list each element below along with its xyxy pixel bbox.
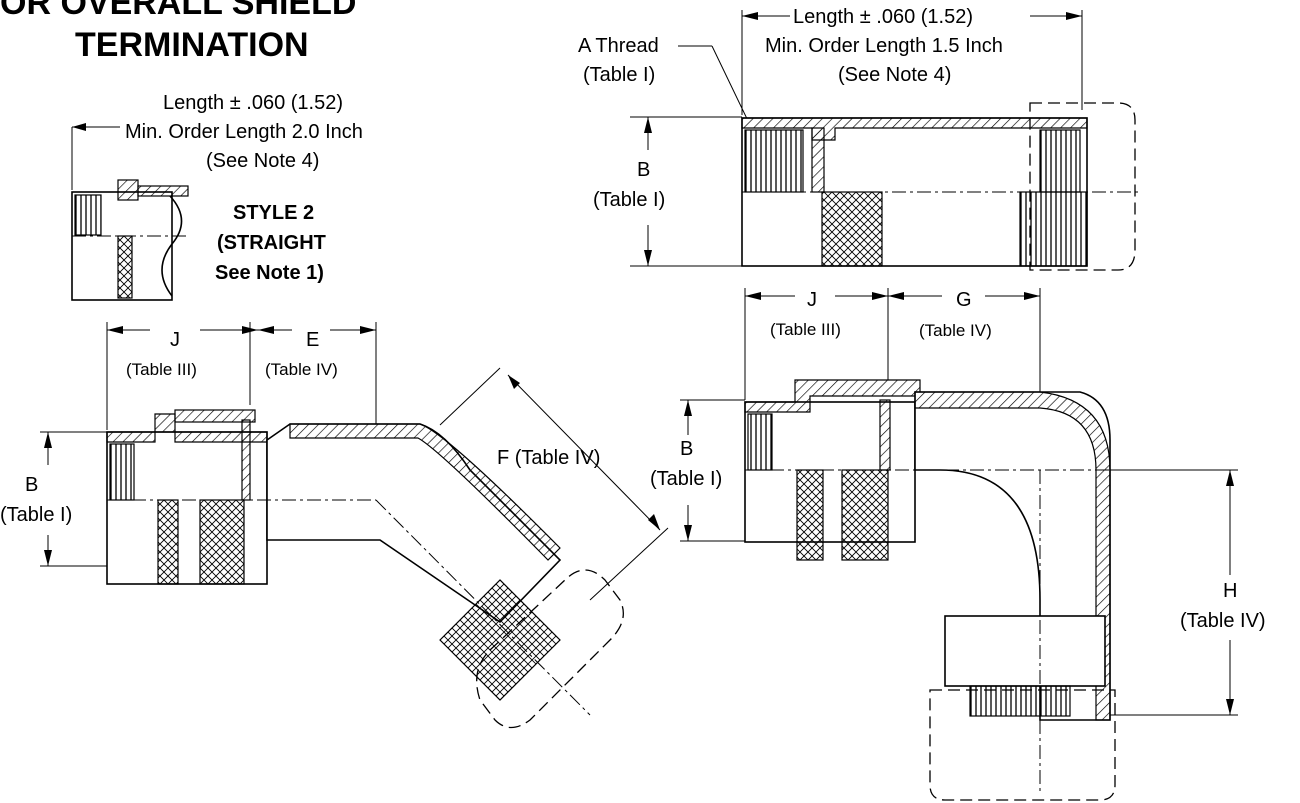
straight-b-table-label: (Table I) [593, 189, 665, 211]
elbow90-h-label: H [1223, 580, 1237, 602]
straight-b-label: B [637, 159, 650, 181]
a-thread-label: A Thread [578, 35, 659, 57]
straight-note-label: (See Note 4) [838, 64, 951, 86]
a-thread-table-label: (Table I) [583, 64, 655, 86]
elbow90-j-table-label: (Table III) [770, 320, 841, 339]
style2-label-3: See Note 1) [215, 262, 324, 284]
elbow45-j-label: J [170, 329, 180, 351]
elbow-90-drawing: J (Table III) G (Table IV) B (Table I) H… [650, 288, 1266, 801]
title-line-1: OR OVERALL SHIELD [0, 0, 356, 22]
elbow90-g-label: G [956, 289, 972, 311]
straight-connector-drawing: A Thread (Table I) Length ± .060 (1.52) … [578, 6, 1140, 271]
straight-length-label: Length ± .060 (1.52) [793, 6, 973, 28]
elbow90-b-label: B [680, 438, 693, 460]
style2-straight-drawing: Length ± .060 (1.52) Min. Order Length 2… [71, 92, 363, 301]
title-line-2: TERMINATION [75, 26, 309, 64]
straight-min-order-label: Min. Order Length 1.5 Inch [765, 35, 1003, 57]
elbow-45-drawing: J (Table III) E (Table IV) B (Table I) F… [0, 322, 669, 729]
elbow45-f-label: F (Table IV) [497, 447, 600, 469]
style2-label-1: STYLE 2 [233, 202, 314, 224]
elbow45-e-table-label: (Table IV) [265, 360, 338, 379]
elbow90-b-table-label: (Table I) [650, 468, 722, 490]
elbow45-e-label: E [306, 329, 319, 351]
elbow90-j-label: J [807, 289, 817, 311]
elbow45-b-label: B [25, 474, 38, 496]
elbow45-j-table-label: (Table III) [126, 360, 197, 379]
elbow45-b-table-label: (Table I) [0, 504, 72, 526]
style2-label-2: (STRAIGHT [217, 232, 326, 254]
style2-length-label: Length ± .060 (1.52) [163, 92, 343, 114]
style2-min-order-label: Min. Order Length 2.0 Inch [125, 121, 363, 143]
elbow90-h-table-label: (Table IV) [1180, 610, 1266, 632]
style2-note-label: (See Note 4) [206, 150, 319, 172]
elbow90-g-table-label: (Table IV) [919, 321, 992, 340]
